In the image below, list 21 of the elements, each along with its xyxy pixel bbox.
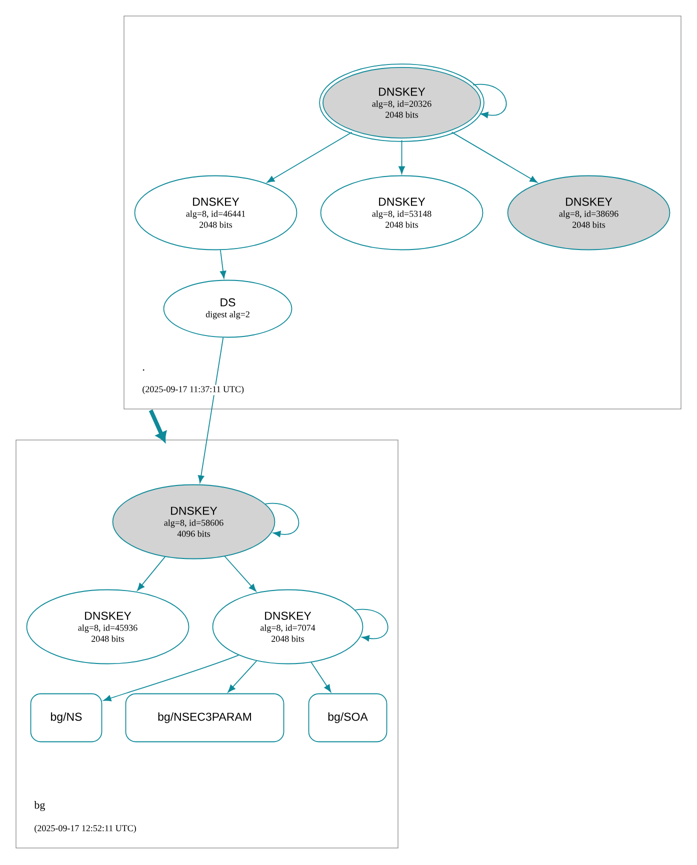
- arrow: [198, 337, 224, 484]
- arrow: [472, 84, 507, 118]
- arrow: [310, 662, 332, 692]
- record-box: bg/NSEC3PARAM: [125, 693, 284, 742]
- arrow: [264, 502, 300, 538]
- zone-box: [124, 16, 682, 410]
- arrow: [228, 660, 258, 692]
- arrow: [354, 608, 388, 642]
- arrow: [451, 132, 538, 183]
- arrow: [224, 556, 256, 592]
- record-box: bg/SOA: [308, 693, 388, 742]
- arrow: [266, 132, 352, 183]
- arrow: [137, 556, 166, 591]
- arrow: [103, 654, 240, 702]
- zone-label: bg (2025-09-17 12:52:11 UTC): [33, 800, 138, 834]
- arrow: [148, 409, 166, 442]
- zone-box: [16, 440, 398, 848]
- arrow: [398, 140, 405, 174]
- record-box: bg/NS: [30, 693, 102, 742]
- zone-label: . (2025-09-17 11:37:11 UTC): [141, 368, 246, 396]
- arrow: [220, 250, 226, 278]
